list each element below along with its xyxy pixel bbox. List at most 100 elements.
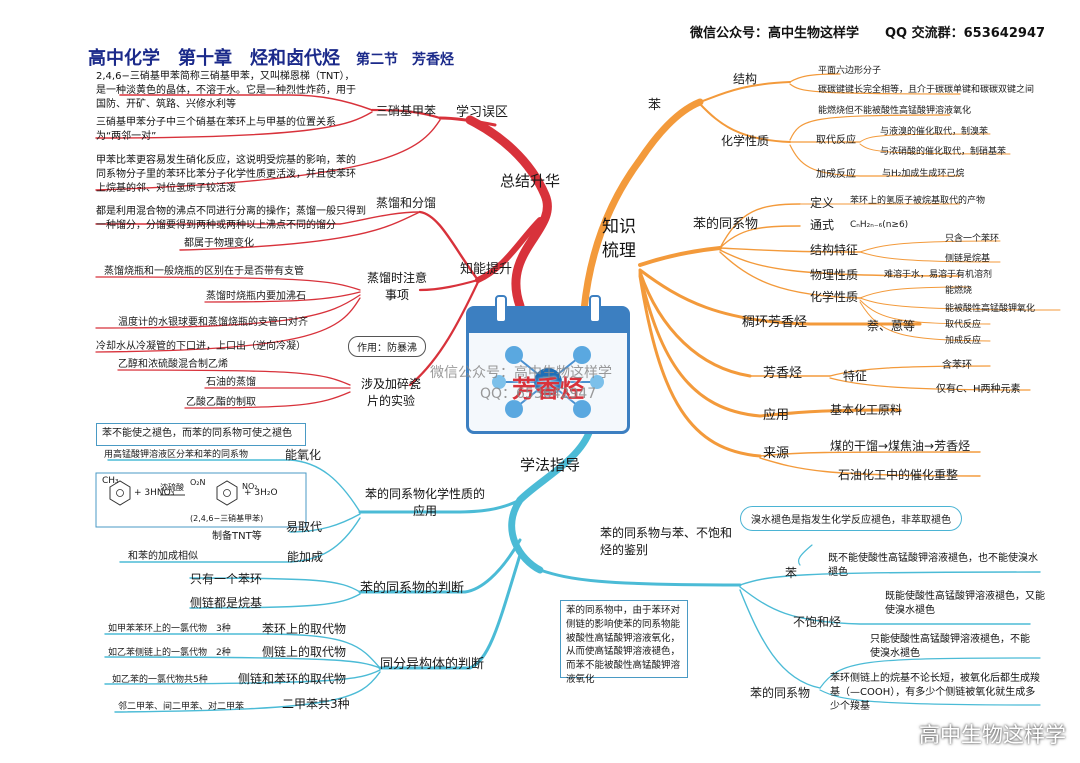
calendar-ring-right bbox=[589, 295, 601, 323]
subst-1: 与液溴的催化取代，制溴苯 bbox=[880, 127, 989, 137]
chips-3: 乙酸乙酯的制取 bbox=[186, 397, 256, 408]
identify-homolog-2: 苯环侧链上的烷基不论长短，被氧化后都生成羧基（—COOH），有多少个侧链被氧化就… bbox=[830, 673, 1040, 712]
identify-homolog-1: 只能使酸性高锰酸钾溶液褪色，不能使溴水褪色 bbox=[870, 634, 1030, 659]
tnt-description: 2,4,6−三硝基甲苯简称三硝基甲苯，又叫梯恩梯（TNT），是一种淡黄色的晶体，… bbox=[96, 71, 356, 110]
add-label: 能加成 bbox=[287, 550, 324, 564]
note-1: 蒸馏烧瓶和一般烧瓶的区别在于是否带有支管 bbox=[104, 266, 304, 277]
chips-2: 石油的蒸馏 bbox=[206, 377, 256, 388]
benzene-chem-label: 化学性质 bbox=[721, 134, 770, 148]
substitution-label: 取代反应 bbox=[816, 135, 856, 146]
note-4: 冷却水从冷凝管的下口进，上口出（逆向冷凝） bbox=[96, 341, 306, 352]
addition-label: 加成反应 bbox=[816, 169, 856, 180]
identify-explanation: 苯的同系物中，由于苯环对侧链的影响使苯的同系物能被酸性高锰酸钾溶液氧化，从而使高… bbox=[560, 600, 688, 685]
branch-knowledge bbox=[580, 98, 704, 314]
qq-label: QQ 交流群：653642947 bbox=[885, 26, 1046, 41]
branch-mistakes bbox=[438, 116, 497, 127]
isomer-4-label: 二甲苯共3种 bbox=[282, 697, 350, 711]
use-label: 应用 bbox=[763, 408, 790, 423]
formula-label: 通式 bbox=[810, 218, 835, 232]
benzene-ring-icon bbox=[109, 480, 131, 506]
center-label: 芳香烃 bbox=[512, 374, 584, 403]
red-branches bbox=[95, 94, 552, 409]
homolog-chem-4: 加成反应 bbox=[945, 336, 982, 346]
bromine-note: 溴水褪色是指发生化学反应褪色，非萃取褪色 bbox=[740, 506, 962, 531]
phys-text: 难溶于水，易溶于有机溶剂 bbox=[884, 270, 993, 280]
isomer-label: 同分异构体的判断 bbox=[380, 657, 485, 672]
definition-text: 苯环上的氢原子被烷基取代的产物 bbox=[850, 196, 986, 206]
isomer-2-text: 如乙苯侧链上的一氯代物 2种 bbox=[108, 648, 231, 658]
calendar-ring-left bbox=[495, 295, 507, 323]
branch-ability bbox=[475, 217, 543, 283]
knowledge-label: 知识梳理 bbox=[602, 217, 636, 261]
identify-benzene-text: 既不能使酸性高锰酸钾溶液褪色，也不能使溴水褪色 bbox=[828, 553, 1038, 578]
struct-label: 结构特征 bbox=[810, 243, 859, 257]
oxidation-text: 用高锰酸钾溶液区分苯和苯的同系物 bbox=[104, 450, 249, 460]
branch-summary bbox=[465, 115, 552, 311]
homolog-chem-label: 化学性质 bbox=[810, 290, 859, 304]
source-label: 来源 bbox=[763, 446, 790, 461]
phys-label: 物理性质 bbox=[810, 268, 859, 282]
isomer-1-label: 苯环上的取代物 bbox=[262, 622, 347, 636]
tnt-ring-icon bbox=[216, 480, 238, 506]
apps-label: 苯的同系物化学性质的应用 bbox=[365, 487, 486, 518]
eq-product: + 3H₂O bbox=[244, 488, 278, 498]
identify-label: 苯的同系物与苯、不饱和烃的鉴别 bbox=[600, 526, 733, 557]
molecule-icon bbox=[492, 346, 604, 418]
wechat-label: 微信公众号：高中生物这样学 bbox=[690, 26, 860, 41]
judge-label: 苯的同系物的判断 bbox=[360, 581, 465, 596]
eq-o2n: O₂N bbox=[190, 478, 206, 487]
distill-text: 都是利用混合物的沸点不同进行分离的操作；蒸馏一般只得到一种馏分，分馏要得到两种或… bbox=[96, 206, 366, 231]
ability-label: 知能提升 bbox=[460, 262, 513, 277]
tnt-label: 三硝基甲苯 bbox=[376, 104, 437, 118]
eq-reactant: + 3HNO₃ bbox=[134, 488, 175, 498]
fused-value: 萘、蒽等 bbox=[867, 319, 916, 333]
struct-1: 只含一个苯环 bbox=[945, 234, 1000, 244]
add-text: 和苯的加成相似 bbox=[128, 551, 198, 562]
definition-label: 定义 bbox=[810, 196, 835, 210]
struct-2: 侧链是烷基 bbox=[945, 254, 991, 264]
isomer-3-label: 侧链和苯环的取代物 bbox=[238, 672, 347, 686]
unsat-label: 不饱和烃 bbox=[793, 615, 842, 629]
summary-label: 总结升华 bbox=[500, 172, 561, 190]
page-title: 高中化学 第十章 烃和卤代烃第二节 芳香烃 bbox=[88, 44, 454, 70]
tnt-position: 三硝基甲苯分子中三个硝基在苯环上与甲基的位置关系为“两邻一对” bbox=[96, 117, 336, 142]
unsat-text: 既能使酸性高锰酸钾溶液褪色，又能使溴水褪色 bbox=[885, 591, 1045, 616]
watermark-line2: QQ：653642947 bbox=[480, 386, 597, 402]
physical-change: 都属于物理变化 bbox=[184, 238, 254, 249]
mistakes-label: 学习误区 bbox=[456, 105, 509, 120]
branch-method bbox=[508, 426, 594, 574]
isomer-1-text: 如甲苯苯环上的一氯代物 3种 bbox=[108, 624, 231, 634]
chapter-title: 高中化学 第十章 烃和卤代烃 bbox=[88, 48, 340, 69]
identify-homolog-label: 苯的同系物 bbox=[750, 686, 811, 700]
structure-label: 结构 bbox=[733, 72, 758, 86]
eq-name: (2,4,6−三硝基甲苯) bbox=[190, 514, 264, 523]
benzene-label: 苯 bbox=[648, 98, 662, 113]
toluene-nitration: 甲苯比苯更容易发生硝化反应，这说明受烷基的影响，苯的同系物分子里的苯环比苯分子化… bbox=[96, 155, 356, 194]
chips-role: 作用：防暴沸 bbox=[348, 336, 426, 357]
eq-catalyst: 浓硫酸 bbox=[160, 483, 184, 492]
use-value: 基本化工原料 bbox=[830, 403, 903, 417]
judge-2: 侧链都是烷基 bbox=[190, 596, 263, 610]
structure-2: 碳碳键键长完全相等，且介于碳碳单键和碳碳双键之间 bbox=[818, 85, 1035, 95]
benzene-burn: 能燃烧但不能被酸性高锰酸钾溶液氧化 bbox=[818, 106, 972, 116]
nitration-equation bbox=[95, 472, 307, 528]
chips-label: 涉及加碎瓷片的实验 bbox=[360, 377, 421, 408]
section-title: 第二节 芳香烃 bbox=[356, 52, 454, 68]
fused-label: 稠环芳香烃 bbox=[742, 315, 808, 330]
source-2: 石油化工中的催化重整 bbox=[838, 468, 959, 482]
feature-2: 仅有C、H两种元素 bbox=[936, 384, 1021, 395]
isomer-2-label: 侧链上的取代物 bbox=[262, 645, 347, 659]
identify-benzene-label: 苯 bbox=[785, 566, 798, 580]
calendar-header bbox=[469, 309, 627, 333]
formula-text: CₙH₂ₙ₋₆(n≥6) bbox=[850, 220, 909, 230]
feature-1: 含苯环 bbox=[942, 360, 972, 371]
homolog-chem-2: 能被酸性高锰酸钾氧化 bbox=[945, 304, 1036, 314]
homologs-label: 苯的同系物 bbox=[693, 217, 759, 232]
source-1: 煤的干馏→煤焦油→芳香烃 bbox=[830, 439, 971, 453]
oxidation-label: 能氧化 bbox=[285, 448, 322, 462]
structure-1: 平面六边形分子 bbox=[818, 66, 882, 76]
calendar-icon: 芳香烃 bbox=[466, 295, 630, 434]
method-label: 学法指导 bbox=[520, 456, 581, 474]
orange-branches bbox=[580, 73, 1061, 477]
